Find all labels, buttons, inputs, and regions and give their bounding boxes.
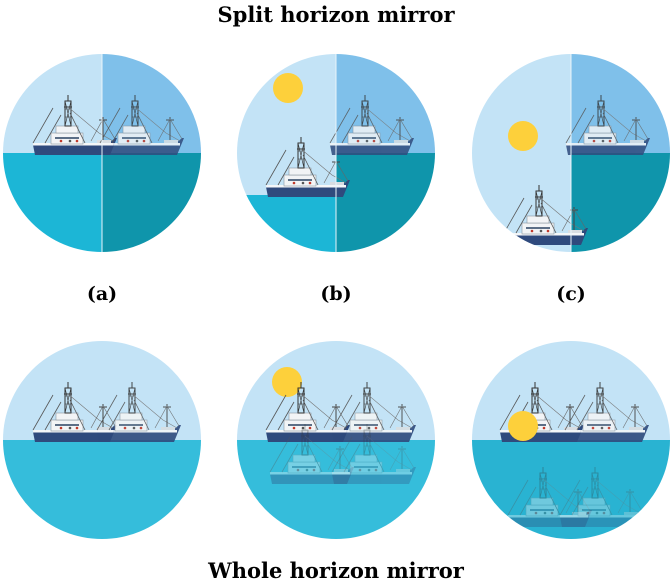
label-c: (c): [556, 283, 586, 305]
whole-horizon-title: Whole horizon mirror: [208, 558, 464, 583]
split-mirror-view-b: [237, 54, 435, 252]
whole-mirror-view-b: [237, 341, 435, 539]
label-a: (a): [86, 283, 118, 305]
split-horizon-title: Split horizon mirror: [217, 2, 455, 27]
whole-mirror-view-a: [3, 341, 201, 539]
whole-mirror-view-c: [472, 341, 670, 539]
sun-icon: [508, 411, 538, 441]
split-mirror-view-a: [3, 54, 201, 252]
sun-icon: [273, 73, 303, 103]
label-b: (b): [320, 283, 352, 305]
split-mirror-view-c: [472, 54, 670, 252]
sun-icon: [272, 367, 302, 397]
sun-icon: [508, 121, 538, 151]
